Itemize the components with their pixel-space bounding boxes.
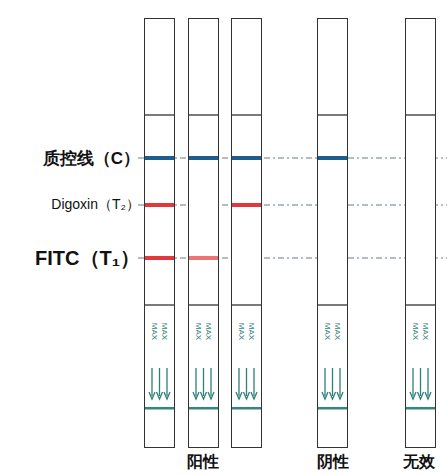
max-mark: MAX <box>150 320 159 342</box>
strip-ground <box>231 18 262 448</box>
test-line <box>145 156 174 160</box>
line-label: 质控线（C） <box>43 147 140 170</box>
max-mark: MAX <box>247 320 256 342</box>
test-strip: MAXMAX <box>188 18 219 448</box>
flow-arrowhead <box>330 392 336 399</box>
pad-edge <box>405 114 436 115</box>
max-mark: MAX <box>204 320 213 342</box>
flow-arrowhead <box>149 392 155 399</box>
max-line <box>406 407 435 410</box>
flow-arrowhead <box>164 392 170 399</box>
pad-edge <box>144 114 175 115</box>
max-mark: MAX <box>411 320 420 342</box>
result-label: 无效 <box>403 452 435 473</box>
guide-line <box>138 205 447 206</box>
flow-arrow <box>253 368 254 396</box>
guide-line <box>138 158 447 159</box>
result-label: 阴性 <box>317 452 349 473</box>
test-strip: MAXMAX <box>144 18 175 448</box>
test-line <box>189 156 218 160</box>
flow-arrow <box>427 368 428 396</box>
max-mark: MAX <box>237 320 246 342</box>
test-line <box>232 203 261 207</box>
max-mark: MAX <box>194 320 203 342</box>
pad-edge <box>188 114 219 115</box>
strip-ground <box>144 18 175 448</box>
strip-ground <box>317 18 348 448</box>
pad-edge <box>144 304 175 305</box>
max-mark: MAX <box>333 320 342 342</box>
test-line <box>145 256 174 260</box>
max-line <box>189 407 218 410</box>
pad-edge <box>405 304 436 305</box>
flow-arrow <box>238 368 239 396</box>
max-line <box>318 407 347 410</box>
flow-arrow <box>246 368 247 396</box>
test-strip-art <box>188 18 219 448</box>
flow-arrowhead <box>322 392 328 399</box>
flow-arrow <box>332 368 333 396</box>
test-line <box>318 156 347 160</box>
pad-edge <box>231 114 262 115</box>
flow-arrow <box>339 368 340 396</box>
flow-arrow <box>324 368 325 396</box>
test-strip: MAXMAX <box>317 18 348 448</box>
flow-arrowhead <box>425 392 431 399</box>
flow-arrowhead <box>410 392 416 399</box>
test-strip-art <box>405 18 436 448</box>
strip-ground <box>405 18 436 448</box>
max-mark: MAX <box>160 320 169 342</box>
test-strip: MAXMAX <box>231 18 262 448</box>
flow-arrowhead <box>208 392 214 399</box>
test-line <box>145 203 174 207</box>
flow-arrow <box>151 368 152 396</box>
strip-ground <box>188 18 219 448</box>
pad-edge <box>231 304 262 305</box>
flow-arrowhead <box>244 392 250 399</box>
flow-arrow <box>203 368 204 396</box>
test-line <box>189 256 218 260</box>
guide-line <box>138 258 447 259</box>
test-strip-art <box>144 18 175 448</box>
test-strip: MAXMAX <box>405 18 436 448</box>
pad-edge <box>188 304 219 305</box>
line-label: FITC（T₁） <box>35 245 140 272</box>
flow-arrow <box>412 368 413 396</box>
flow-arrow <box>210 368 211 396</box>
max-mark: MAX <box>323 320 332 342</box>
flow-arrowhead <box>193 392 199 399</box>
pad-edge <box>317 114 348 115</box>
test-strip-art <box>231 18 262 448</box>
result-label: 阳性 <box>187 452 219 473</box>
test-line <box>232 156 261 160</box>
max-line <box>232 407 261 410</box>
flow-arrow <box>166 368 167 396</box>
flow-arrow <box>420 368 421 396</box>
line-label: Digoxin（T₂） <box>51 196 140 214</box>
test-strip-art <box>317 18 348 448</box>
flow-arrow <box>195 368 196 396</box>
flow-arrowhead <box>418 392 424 399</box>
flow-arrowhead <box>251 392 257 399</box>
max-line <box>145 407 174 410</box>
flow-arrowhead <box>236 392 242 399</box>
flow-arrow <box>159 368 160 396</box>
pad-edge <box>317 304 348 305</box>
flow-arrowhead <box>157 392 163 399</box>
flow-arrowhead <box>337 392 343 399</box>
flow-arrowhead <box>201 392 207 399</box>
max-mark: MAX <box>421 320 430 342</box>
